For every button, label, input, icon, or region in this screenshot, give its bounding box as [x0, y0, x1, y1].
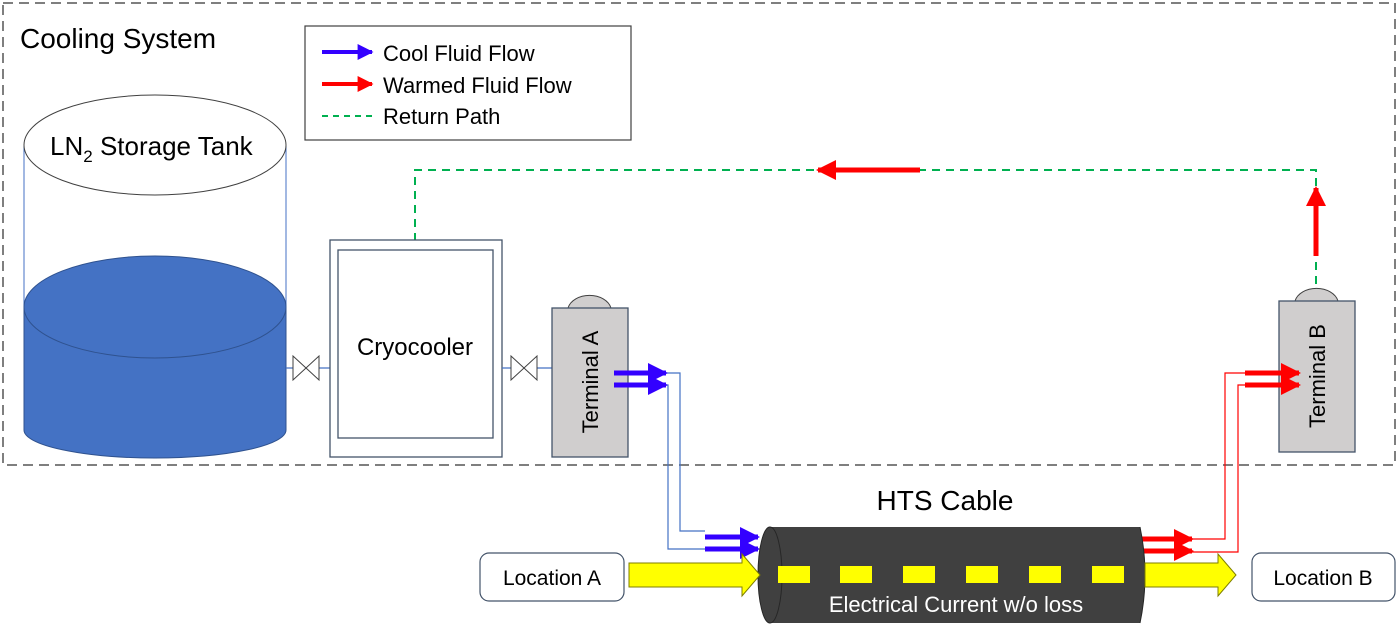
warm-pipe-inner	[1192, 384, 1245, 553]
current-dashes	[778, 566, 1124, 583]
valve-icon	[292, 354, 320, 382]
terminal-b: Terminal B	[1278, 287, 1356, 453]
terminal-b-label: Terminal B	[1305, 324, 1330, 428]
ln2-storage-tank: LN2 Storage Tank	[23, 94, 287, 459]
legend-item-return: Return Path	[322, 104, 500, 129]
location-a-label: Location A	[503, 567, 601, 590]
legend-item-cool: Cool Fluid Flow	[322, 41, 535, 66]
terminal-a-label: Terminal A	[578, 330, 603, 433]
current-arrow-in	[628, 552, 761, 598]
legend-label: Cool Fluid Flow	[383, 41, 535, 66]
current-arrow-out	[1144, 552, 1237, 598]
warm-pipe-outer	[1192, 372, 1245, 540]
cable-caption: Electrical Current w/o loss	[829, 592, 1083, 617]
hts-cable	[757, 526, 1146, 624]
location-b-label: Location B	[1273, 567, 1372, 590]
cryocooler-label: Cryocooler	[357, 334, 473, 361]
cryocooler: Cryocooler	[329, 239, 503, 458]
terminal-a: Terminal A	[551, 294, 629, 458]
cool-pipe-inner	[665, 384, 705, 550]
legend-label: Return Path	[383, 104, 500, 129]
tank-label: LN2 Storage Tank	[50, 131, 254, 166]
return-path	[414, 169, 1317, 293]
location-a: Location A	[479, 552, 625, 602]
legend-item-warm: Warmed Fluid Flow	[322, 73, 572, 98]
legend-label: Warmed Fluid Flow	[383, 73, 572, 98]
hts-cable-title: HTS Cable	[877, 485, 1014, 516]
cool-pipe-outer	[665, 372, 705, 532]
location-b: Location B	[1251, 552, 1396, 602]
cooling-system-boundary	[2, 2, 1396, 466]
cooling-system-label: Cooling System	[20, 23, 216, 54]
valve-icon	[510, 354, 538, 382]
legend: Cool Fluid Flow Warmed Fluid Flow Return…	[304, 25, 632, 141]
